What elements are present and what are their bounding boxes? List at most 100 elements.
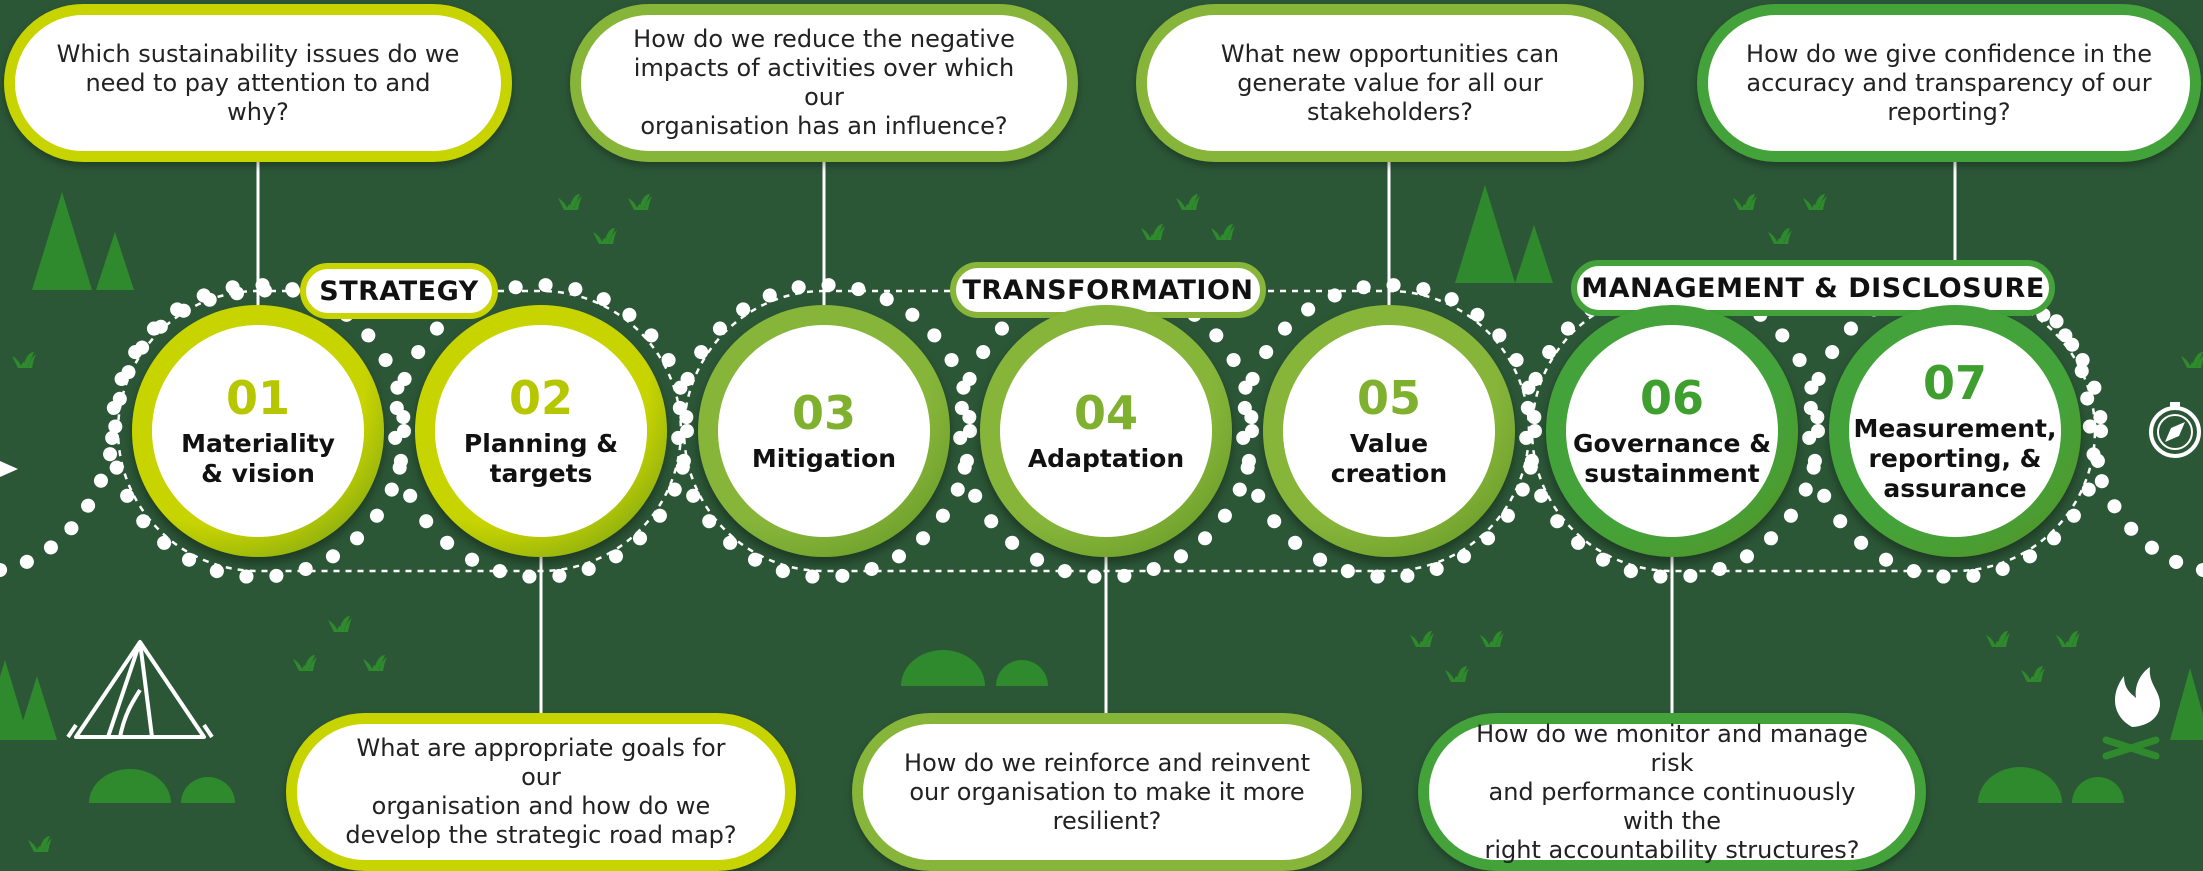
step-number: 07	[1922, 356, 1987, 410]
question-line: organisation and how do we	[371, 792, 711, 820]
grass-icon	[328, 616, 352, 632]
bush-icon	[2072, 777, 2124, 803]
group-label: STRATEGY	[300, 263, 498, 319]
tree-icon	[1515, 225, 1553, 283]
question-line: How do we reinforce and reinvent	[904, 748, 1310, 777]
question-line: How do we monitor and manage risk	[1476, 719, 1868, 777]
step-number: 01	[225, 371, 290, 425]
step-number: 06	[1639, 371, 1704, 425]
grass-icon	[1176, 194, 1200, 210]
step-title: Planning &	[463, 429, 619, 458]
step-number: 02	[508, 371, 573, 425]
step-title: Value	[1349, 429, 1429, 458]
grass-icon	[2181, 352, 2203, 368]
question-line: Which sustainability issues do we	[56, 39, 460, 68]
step-title: Mitigation	[751, 444, 897, 473]
question-line: organisation has an influence?	[640, 112, 1008, 140]
grass-icon	[2021, 666, 2045, 682]
step-title: sustainment	[1584, 459, 1760, 488]
step-number: 05	[1356, 371, 1421, 425]
tree-icon	[32, 192, 92, 290]
question-line: and performance continuously with the	[1488, 777, 1856, 835]
group-label: TRANSFORMATION	[950, 262, 1266, 318]
bush-icon	[181, 777, 235, 803]
grass-icon	[558, 194, 582, 210]
grass-icon	[593, 228, 617, 244]
question-line: reporting?	[1887, 97, 2011, 126]
tent-icon	[66, 640, 214, 739]
question-line: right accountability structures?	[1484, 835, 1860, 864]
bush-icon	[89, 769, 171, 803]
tree-icon	[1455, 185, 1515, 283]
question-line: What are appropriate goals for our	[356, 734, 726, 791]
group-label: MANAGEMENT & DISCLOSURE	[1571, 260, 2055, 316]
tree-icon	[17, 676, 57, 740]
step-title: assurance	[1883, 474, 2027, 503]
grass-icon	[363, 655, 387, 671]
tree-icon	[96, 232, 134, 290]
grass-icon	[1986, 631, 2010, 647]
step-title: Adaptation	[1027, 444, 1185, 473]
grass-icon	[28, 836, 52, 852]
grass-icon	[12, 352, 36, 368]
grass-icon	[1733, 194, 1757, 210]
question-line: generate value for all our	[1237, 68, 1543, 97]
step-title: & vision	[201, 459, 315, 488]
step-title: Measurement,	[1853, 414, 2057, 443]
grass-icon	[1803, 194, 1827, 210]
grass-icon	[1768, 228, 1792, 244]
step-title: creation	[1330, 459, 1448, 488]
journey-dots	[0, 283, 319, 577]
question-line: impacts of activities over which our	[633, 54, 1015, 111]
grass-icon	[628, 194, 652, 210]
compass-icon	[2149, 402, 2201, 458]
grass-icon	[1211, 224, 1235, 240]
step-title: reporting, &	[1868, 444, 2042, 473]
question-line: develop the strategic road map?	[345, 821, 737, 849]
grass-icon	[1141, 224, 1165, 240]
grass-icon	[1445, 666, 1469, 682]
step-title: targets	[489, 459, 593, 488]
grass-icon	[293, 655, 317, 671]
question-line: How do we give confidence in the	[1746, 39, 2152, 68]
tree-icon	[0, 660, 29, 740]
grass-icon	[1410, 631, 1434, 647]
question-line: need to pay attention to and why?	[85, 68, 431, 126]
bush-icon	[901, 650, 985, 686]
grass-icon	[2056, 631, 2080, 647]
campfire-icon	[2102, 667, 2160, 760]
group-outline	[1530, 289, 2097, 573]
question-line: our organisation to make it more	[909, 777, 1305, 806]
question-line: resilient?	[1052, 806, 1162, 835]
bush-icon	[1978, 767, 2062, 803]
bead-ring	[388, 278, 694, 584]
grass-icon	[1480, 631, 1504, 647]
question-line: How do we reduce the negative	[633, 25, 1015, 53]
question-line: stakeholders?	[1306, 97, 1474, 126]
bush-icon	[996, 660, 1048, 686]
